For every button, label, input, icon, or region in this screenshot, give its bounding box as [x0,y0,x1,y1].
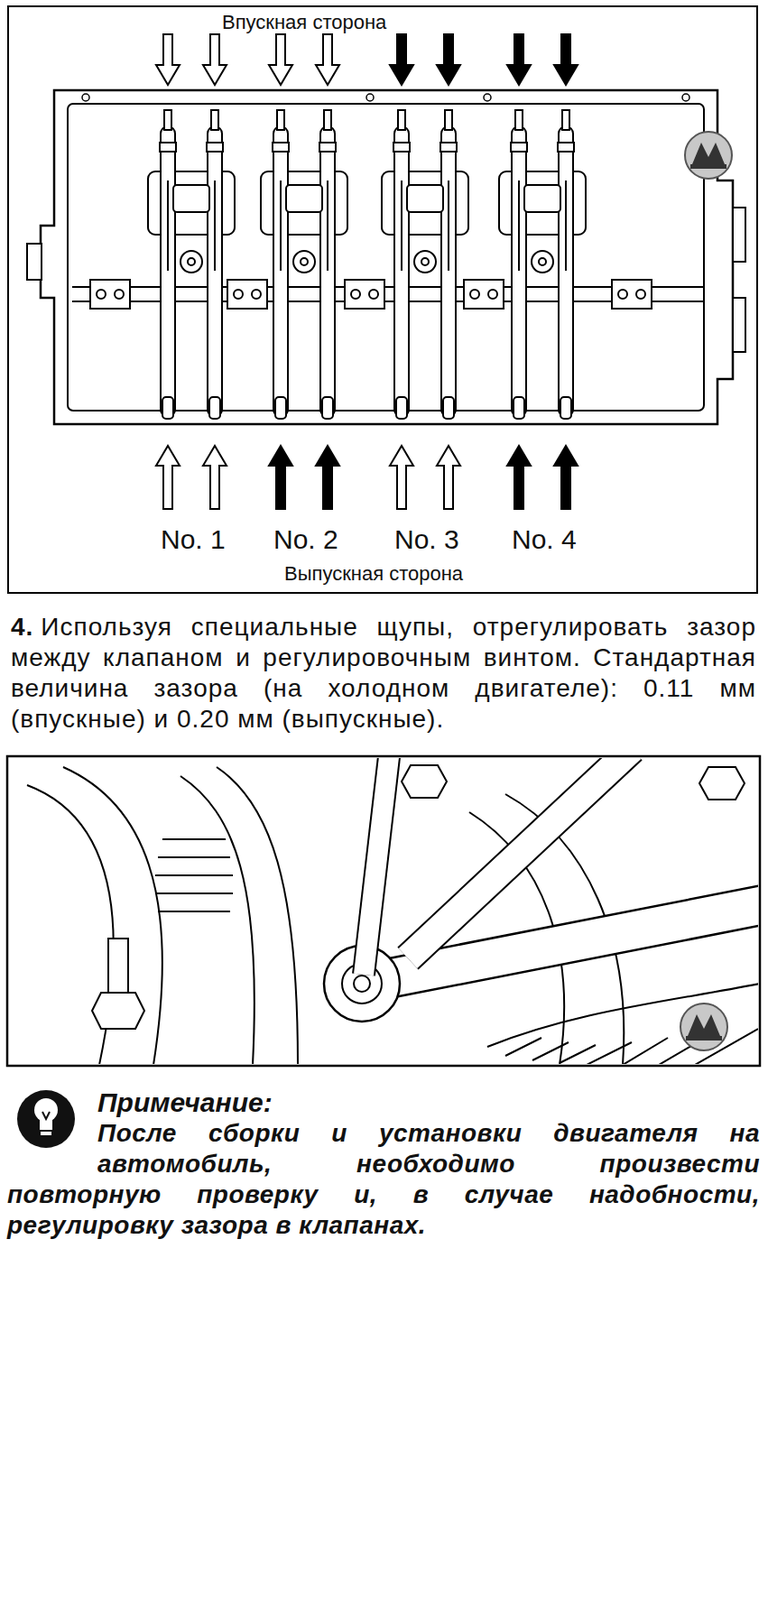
icon-space [7,1087,98,1178]
rocker-group [260,110,348,419]
note-block: Примечание:После сборки и установки двиг… [7,1087,760,1241]
step-number: 4. [10,612,34,641]
cylinder-number: No. 2 [273,524,339,556]
cylinder-number: No. 4 [511,524,577,556]
rocker-group [499,110,586,419]
note-icon [17,1090,75,1148]
bearing-cap [344,279,385,309]
note-text: После сборки и установки двигателя на ав… [7,1118,760,1241]
bearing-cap [90,279,130,309]
exhaust-arrows [156,445,578,509]
note-title: Примечание: [7,1087,760,1119]
bearing-cap [611,279,652,309]
logo [684,131,732,179]
intake-arrows [156,34,578,85]
paragraph: 4.Используя специальные щупы, отрегулиро… [10,611,757,735]
figure-frame: Впускная сторонаNo. 1 No. 2 No. 3 No. 4 Выпу… [7,5,759,594]
rocker-group [148,110,235,419]
bearing-cap [463,279,504,309]
side-label: Впускная сторона [222,10,387,34]
bearing-cap [227,279,268,309]
cylinder-head [27,90,746,425]
step-text: Используя специальные щупы, отрегулирова… [10,612,757,733]
side-label: Выпускная сторона [284,562,463,585]
adjustment-illustration [27,758,759,1065]
logo [680,1003,728,1051]
cylinder-number: No. 1 [160,524,226,556]
cylinder-number: No. 3 [394,524,460,556]
rocker-group [381,110,469,419]
